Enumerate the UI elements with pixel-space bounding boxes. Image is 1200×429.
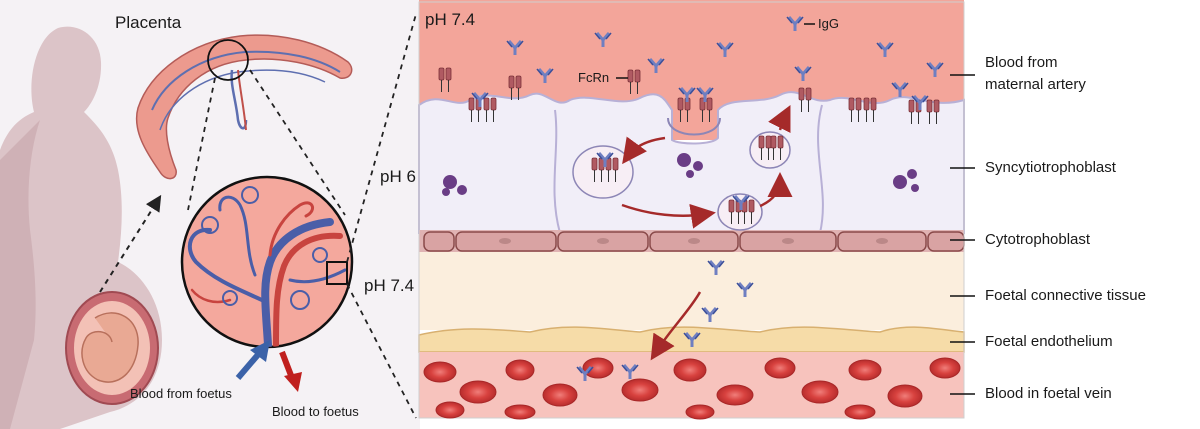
placenta-label: Placenta: [115, 13, 182, 32]
layer-label-syncytiotrophoblast: Syncytiotrophoblast: [985, 159, 1116, 176]
blood-to-foetus-arrow: [279, 350, 302, 392]
blood-from-foetus-label: Blood from foetus: [130, 386, 232, 401]
ph-syncytium-label: pH 6: [380, 167, 416, 186]
tissue-cross-section: [418, 0, 965, 419]
layer-label-endothelium: Foetal endothelium: [985, 333, 1113, 350]
red-blood-cell-icon: [423, 357, 961, 420]
placenta-icon: [135, 34, 353, 180]
pregnant-silhouette-icon: [0, 26, 162, 429]
fcrn-label: FcRn: [578, 70, 610, 85]
layer-label-connective-tissue: Foetal connective tissue: [985, 287, 1146, 304]
ph-foetal-label: pH 7.4: [364, 276, 415, 295]
blood-from-foetus-arrow: [235, 340, 270, 380]
vesicle-dots: [442, 153, 919, 196]
layer-label-maternal-blood: Blood from maternal artery: [985, 54, 1086, 93]
blood-to-foetus-label: Blood to foetus: [272, 404, 359, 419]
layer-label-foetal-vein: Blood in foetal vein: [985, 385, 1112, 402]
villus-magnified-circle: [180, 175, 354, 349]
layer-label-cytotrophoblast: Cytotrophoblast: [985, 231, 1091, 248]
igg-label: IgG: [818, 16, 839, 31]
ph-maternal-label: pH 7.4: [425, 10, 476, 29]
transcytosis-arrows: [621, 105, 793, 361]
